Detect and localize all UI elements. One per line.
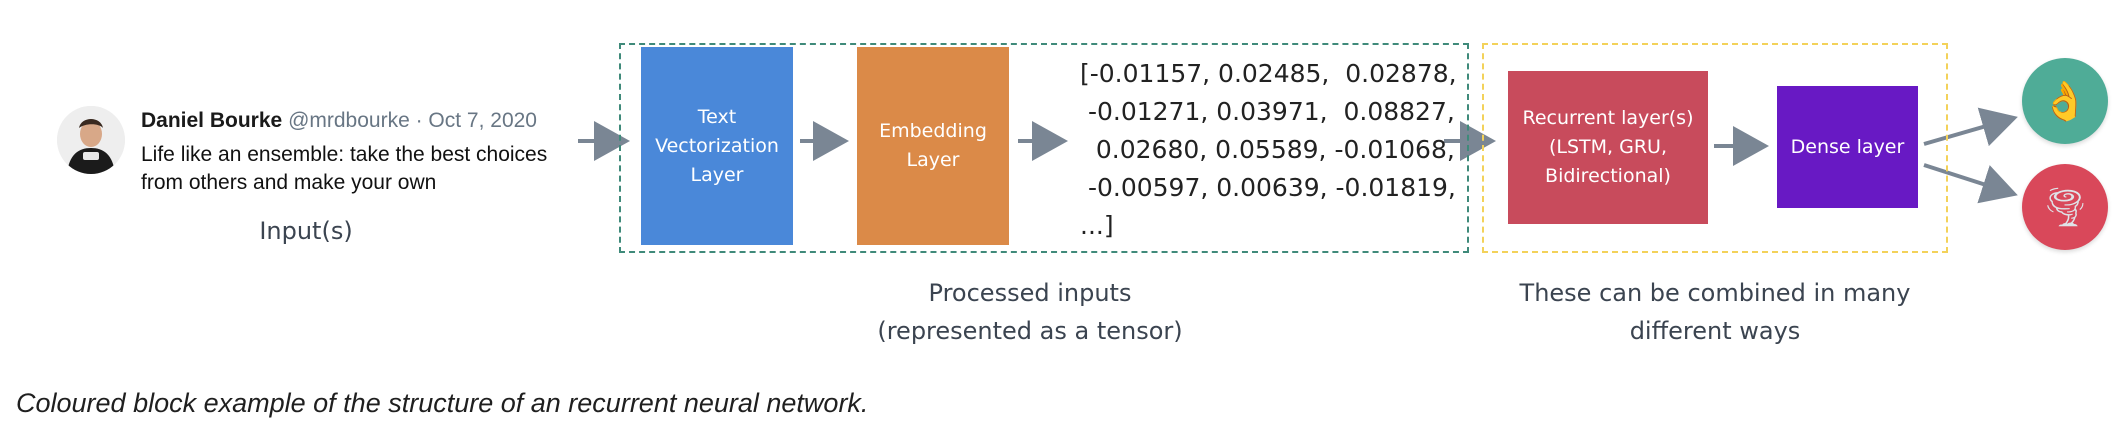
processed-inputs-group <box>619 43 1469 253</box>
input-caption: Input(s) <box>259 217 353 245</box>
text-vectorization-label: Text Vectorization Layer <box>655 105 779 186</box>
model-layers-group <box>1482 43 1948 253</box>
ok-hand-emoji-icon: 👌 <box>2041 79 2089 123</box>
figure-caption: Coloured block example of the structure … <box>16 388 869 418</box>
model-combination-caption: These can be combined in many different … <box>1519 279 1911 345</box>
processed-inputs-caption: Processed inputs (represented as a tenso… <box>877 279 1183 345</box>
tweet-handle-date: @mrdbourke · Oct 7, 2020 <box>288 109 537 132</box>
recurrent-label: Recurrent layer(s) (LSTM, GRU, Bidirecti… <box>1522 107 1694 187</box>
arrow-dense-to-output-1 <box>1923 107 2018 147</box>
embedding-label: Embedding Layer <box>879 120 987 171</box>
dense-layer-block: Dense layer <box>1777 86 1918 208</box>
output-tornado: 🌪 <box>2022 164 2108 250</box>
tornado-emoji-icon: 🌪 <box>2040 185 2090 229</box>
dense-label: Dense layer <box>1790 135 1905 158</box>
arrow-dense-to-output-2 <box>1923 163 2018 204</box>
avatar <box>57 106 125 174</box>
embedding-layer-block: Embedding Layer <box>857 47 1009 245</box>
recurrent-layer-block: Recurrent layer(s) (LSTM, GRU, Bidirecti… <box>1508 71 1708 224</box>
tweet-body: Life like an ensemble: take the best cho… <box>141 143 548 194</box>
tweet-header: Daniel Bourke @mrdbourke · Oct 7, 2020 <box>141 108 537 134</box>
output-ok-hand: 👌 <box>2022 58 2108 144</box>
text-vectorization-layer-block: Text Vectorization Layer <box>641 47 793 245</box>
avatar-photo-icon <box>57 106 125 174</box>
tweet-author-name: Daniel Bourke <box>141 109 283 132</box>
tensor-values: [-0.01157, 0.02485, 0.02878, -0.01271, 0… <box>1080 59 1457 240</box>
